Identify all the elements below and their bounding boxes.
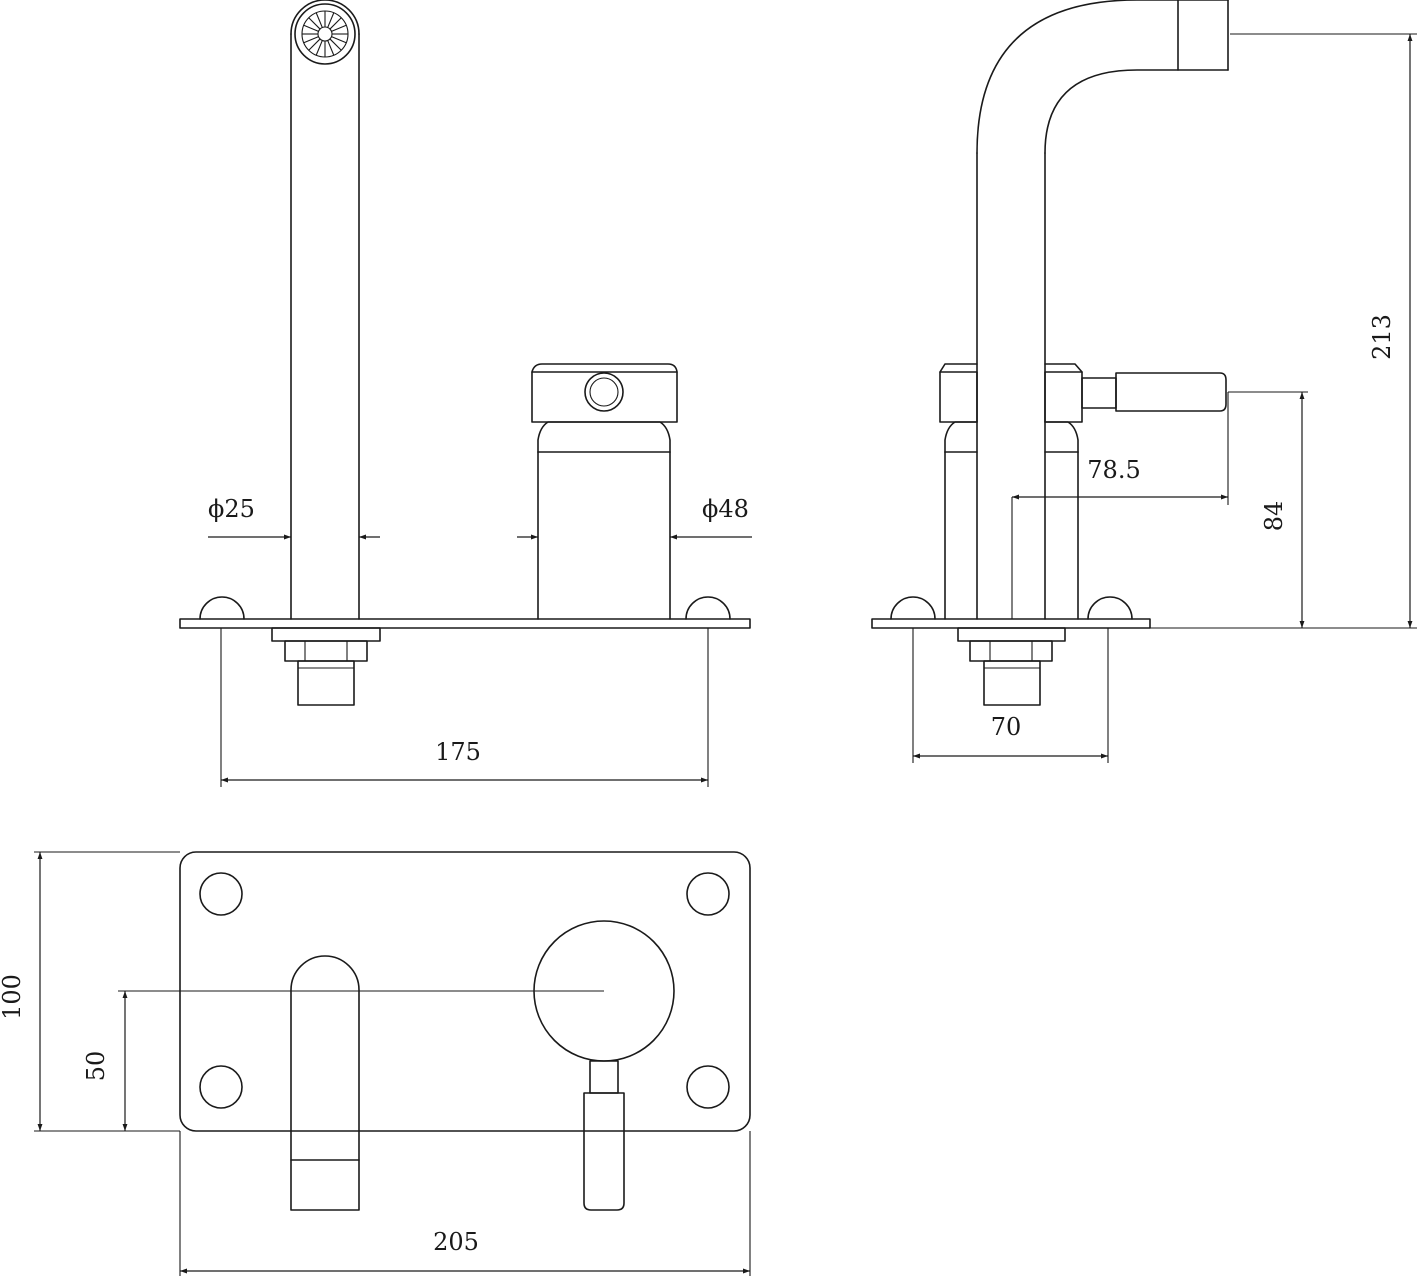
top-view: 100 50 205 <box>0 851 751 1276</box>
dim-label-handle-height: 84 <box>1260 501 1288 532</box>
front-screw-right <box>685 596 731 620</box>
dim-label-side-height: 213 <box>1368 314 1396 360</box>
dim-label-plate-height: 100 <box>0 974 26 1020</box>
mounting-hole-top-left <box>199 872 243 916</box>
top-handle <box>533 920 675 1211</box>
front-handle <box>531 363 678 620</box>
side-spout <box>976 0 1229 620</box>
dim-label-handle-projection: 78.5 <box>1087 456 1140 484</box>
front-view: ϕ25 ϕ48 175 <box>179 0 752 787</box>
dim-handle-height: 84 <box>1228 391 1308 628</box>
mounting-hole-bottom-left <box>199 1065 243 1109</box>
side-screw-left <box>890 596 936 620</box>
top-spout <box>290 955 360 1211</box>
aerator-spoke <box>308 38 321 51</box>
front-spout <box>290 0 360 620</box>
aerator-spoke <box>329 38 342 51</box>
aerator-spoke <box>331 24 347 32</box>
dim-plate-height: 100 <box>0 851 180 1132</box>
dim-label-handle-diameter: ϕ48 <box>702 495 749 523</box>
front-base-plate <box>179 618 751 629</box>
aerator-spoke <box>303 36 319 44</box>
side-view: 213 84 78.5 70 <box>871 0 1417 763</box>
mounting-hole-bottom-right <box>686 1065 730 1109</box>
dim-side-depth: 70 <box>912 628 1109 763</box>
dim-front-width: 175 <box>220 628 709 787</box>
aerator-icon <box>294 3 356 65</box>
aerator-spoke <box>308 17 321 30</box>
dim-plate-width: 205 <box>179 1131 751 1276</box>
dim-label-plate-width: 205 <box>433 1228 479 1256</box>
side-screw-right <box>1087 596 1133 620</box>
front-fixing-nut <box>271 627 381 706</box>
aerator-spoke <box>303 24 319 32</box>
mounting-hole-top-right <box>686 872 730 916</box>
aerator-spoke <box>327 40 335 56</box>
dim-label-front-width: 175 <box>435 738 481 766</box>
dim-handle-projection: 78.5 <box>1012 392 1229 505</box>
dim-label-spout-diameter: ϕ25 <box>208 495 255 523</box>
side-handle-body <box>939 363 1083 620</box>
aerator-spoke <box>315 12 323 28</box>
side-base-plate <box>871 618 1151 629</box>
aerator-spoke <box>331 36 347 44</box>
aerator-spoke <box>327 12 335 28</box>
dim-handle-diameter: ϕ48 <box>517 495 752 540</box>
front-screw-left <box>199 596 245 620</box>
aerator-spoke <box>315 40 323 56</box>
dim-label-centre-height: 50 <box>82 1051 110 1082</box>
dim-side-height: 213 <box>1150 33 1417 629</box>
side-fixing-nut <box>957 627 1066 706</box>
dim-centre-height: 50 <box>82 991 128 1131</box>
side-lever <box>1081 372 1227 412</box>
dim-label-side-depth: 70 <box>991 713 1022 741</box>
dim-spout-diameter: ϕ25 <box>208 495 380 540</box>
aerator-spoke <box>329 17 342 30</box>
